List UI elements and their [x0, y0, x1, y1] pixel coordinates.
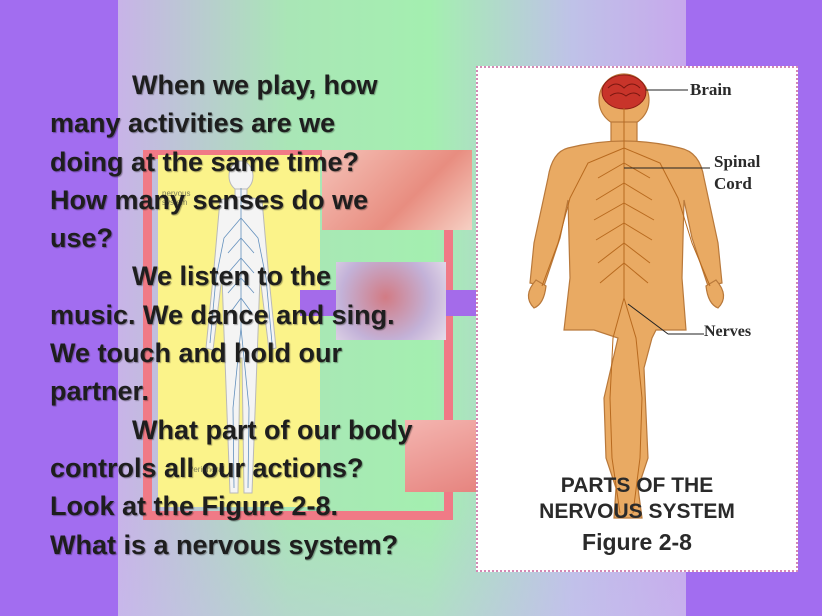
paragraph-3-line: controls all our actions? — [50, 452, 364, 483]
spinal-cord-label-line2: Cord — [714, 174, 752, 193]
paragraph-1-line: many activities are we — [50, 108, 336, 139]
paragraph-2-line: partner. — [50, 376, 150, 407]
paragraph-2-line: We touch and hold our — [50, 338, 342, 369]
brain-label: Brain — [690, 80, 732, 99]
paragraph-2-first-line: We listen to the — [132, 261, 332, 292]
nerves-label: Nerves — [704, 323, 752, 340]
paragraph-1-first-line: When we play, how — [132, 70, 378, 100]
paragraph-3-line: What is a nervous system? — [50, 529, 399, 560]
background-label-nervous-system: nervous system — [162, 189, 191, 207]
paragraph-3-first-line: What part of our body — [132, 414, 413, 445]
paragraph-1-line: How many senses do we — [50, 184, 369, 215]
main-text: When we play, how many activities are we… — [50, 66, 464, 564]
background-body-figure — [205, 160, 277, 494]
paragraph-2-line: music. We dance and sing. — [50, 299, 395, 330]
background-organ-image-top — [322, 150, 472, 230]
background-heart-image — [336, 262, 446, 340]
paragraph-1-line: use? — [50, 223, 114, 254]
figure-caption-line3: Figure 2-8 — [582, 529, 692, 555]
spinal-cord-label-line1: Spinal — [714, 152, 761, 171]
figure-caption-line1: PARTS OF THE — [560, 474, 714, 497]
background-label-peripheral: Peripheral — [188, 465, 225, 474]
background-pink-frame — [143, 150, 453, 520]
background-organ-image-bottom — [405, 420, 477, 492]
paragraph-3-line: Look at the Figure 2-8. — [50, 491, 339, 522]
nervous-system-illustration — [527, 73, 725, 519]
figure-caption-line2: NERVOUS SYSTEM — [539, 500, 735, 523]
nervous-system-figure: Brain Spinal Cord Nerves PARTS OF THE NE… — [476, 66, 798, 572]
left-purple-band — [0, 0, 118, 616]
paragraph-1-line: doing at the same time? — [50, 146, 360, 177]
